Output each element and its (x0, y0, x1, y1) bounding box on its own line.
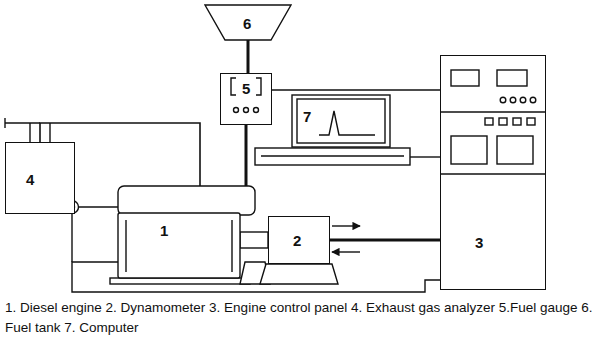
indicator-lamp (520, 97, 526, 103)
sensor-wire (71, 214, 72, 263)
probe-line (49, 123, 50, 142)
connection-line (330, 239, 440, 242)
control-panel: 3 (440, 55, 546, 290)
block-rib (125, 220, 126, 272)
exhaust-analyzer: 4 (5, 142, 75, 214)
callout-number: 2 (293, 233, 301, 248)
gauge-knob (234, 108, 239, 113)
callout-number: 1 (160, 223, 168, 238)
indicator-lamp (500, 97, 506, 103)
fuel-tank: 6 (205, 5, 291, 40)
gauge-knob (244, 108, 249, 113)
callout-number: 5 (242, 81, 250, 96)
computer-outline (255, 95, 410, 165)
panel-button (527, 118, 535, 125)
callout-number: 7 (303, 109, 311, 124)
display-bracket (231, 78, 236, 95)
monitor-screen (297, 99, 385, 143)
indicator-lamp (530, 97, 536, 103)
drive-shaft (240, 232, 268, 248)
sensor-wire (79, 206, 119, 207)
engine-block (118, 213, 240, 278)
connection-line (272, 89, 440, 90)
panel-button (513, 118, 521, 125)
computer-base (255, 148, 410, 165)
callout-number: 4 (26, 172, 34, 187)
coolant-arrow (332, 225, 360, 226)
signal-peak (319, 111, 375, 135)
panel-button (485, 118, 493, 125)
callout-number: 3 (475, 235, 483, 250)
exhaust-pipe (5, 122, 40, 123)
coolant-arrow (332, 251, 360, 252)
control-panel-outline (441, 56, 545, 289)
tank-outline (205, 5, 291, 40)
engine-base (110, 278, 250, 284)
dynamometer-base (260, 264, 338, 284)
connection-line (410, 156, 440, 157)
connection-line (245, 125, 248, 186)
monitor-frame (292, 95, 390, 147)
panel-divider (441, 173, 545, 174)
base-line (261, 155, 404, 156)
display-screen (497, 70, 527, 86)
panel-divider (441, 111, 545, 112)
cylinder-head (118, 186, 255, 215)
callout-number: 6 (243, 16, 251, 31)
panel-button (499, 118, 507, 125)
diesel-engine-outline (118, 186, 255, 278)
pipe-end (4, 118, 5, 128)
computer: 7 (255, 95, 410, 165)
indicator-lamp (510, 97, 516, 103)
probe-line (29, 123, 30, 142)
dynamometer: 2 (268, 216, 330, 264)
gauge-knob (254, 108, 259, 113)
figure-caption: 1. Diesel engine 2. Dynamometer 3. Engin… (5, 298, 609, 338)
connection-line (247, 40, 250, 73)
meter-module (497, 136, 533, 164)
fuel-gauge: 5 (220, 73, 272, 125)
diesel-engine: 1 (118, 186, 255, 278)
meter-module (451, 136, 487, 164)
display-screen (451, 70, 479, 86)
block-rib (231, 220, 232, 272)
display-bracket (256, 78, 261, 95)
